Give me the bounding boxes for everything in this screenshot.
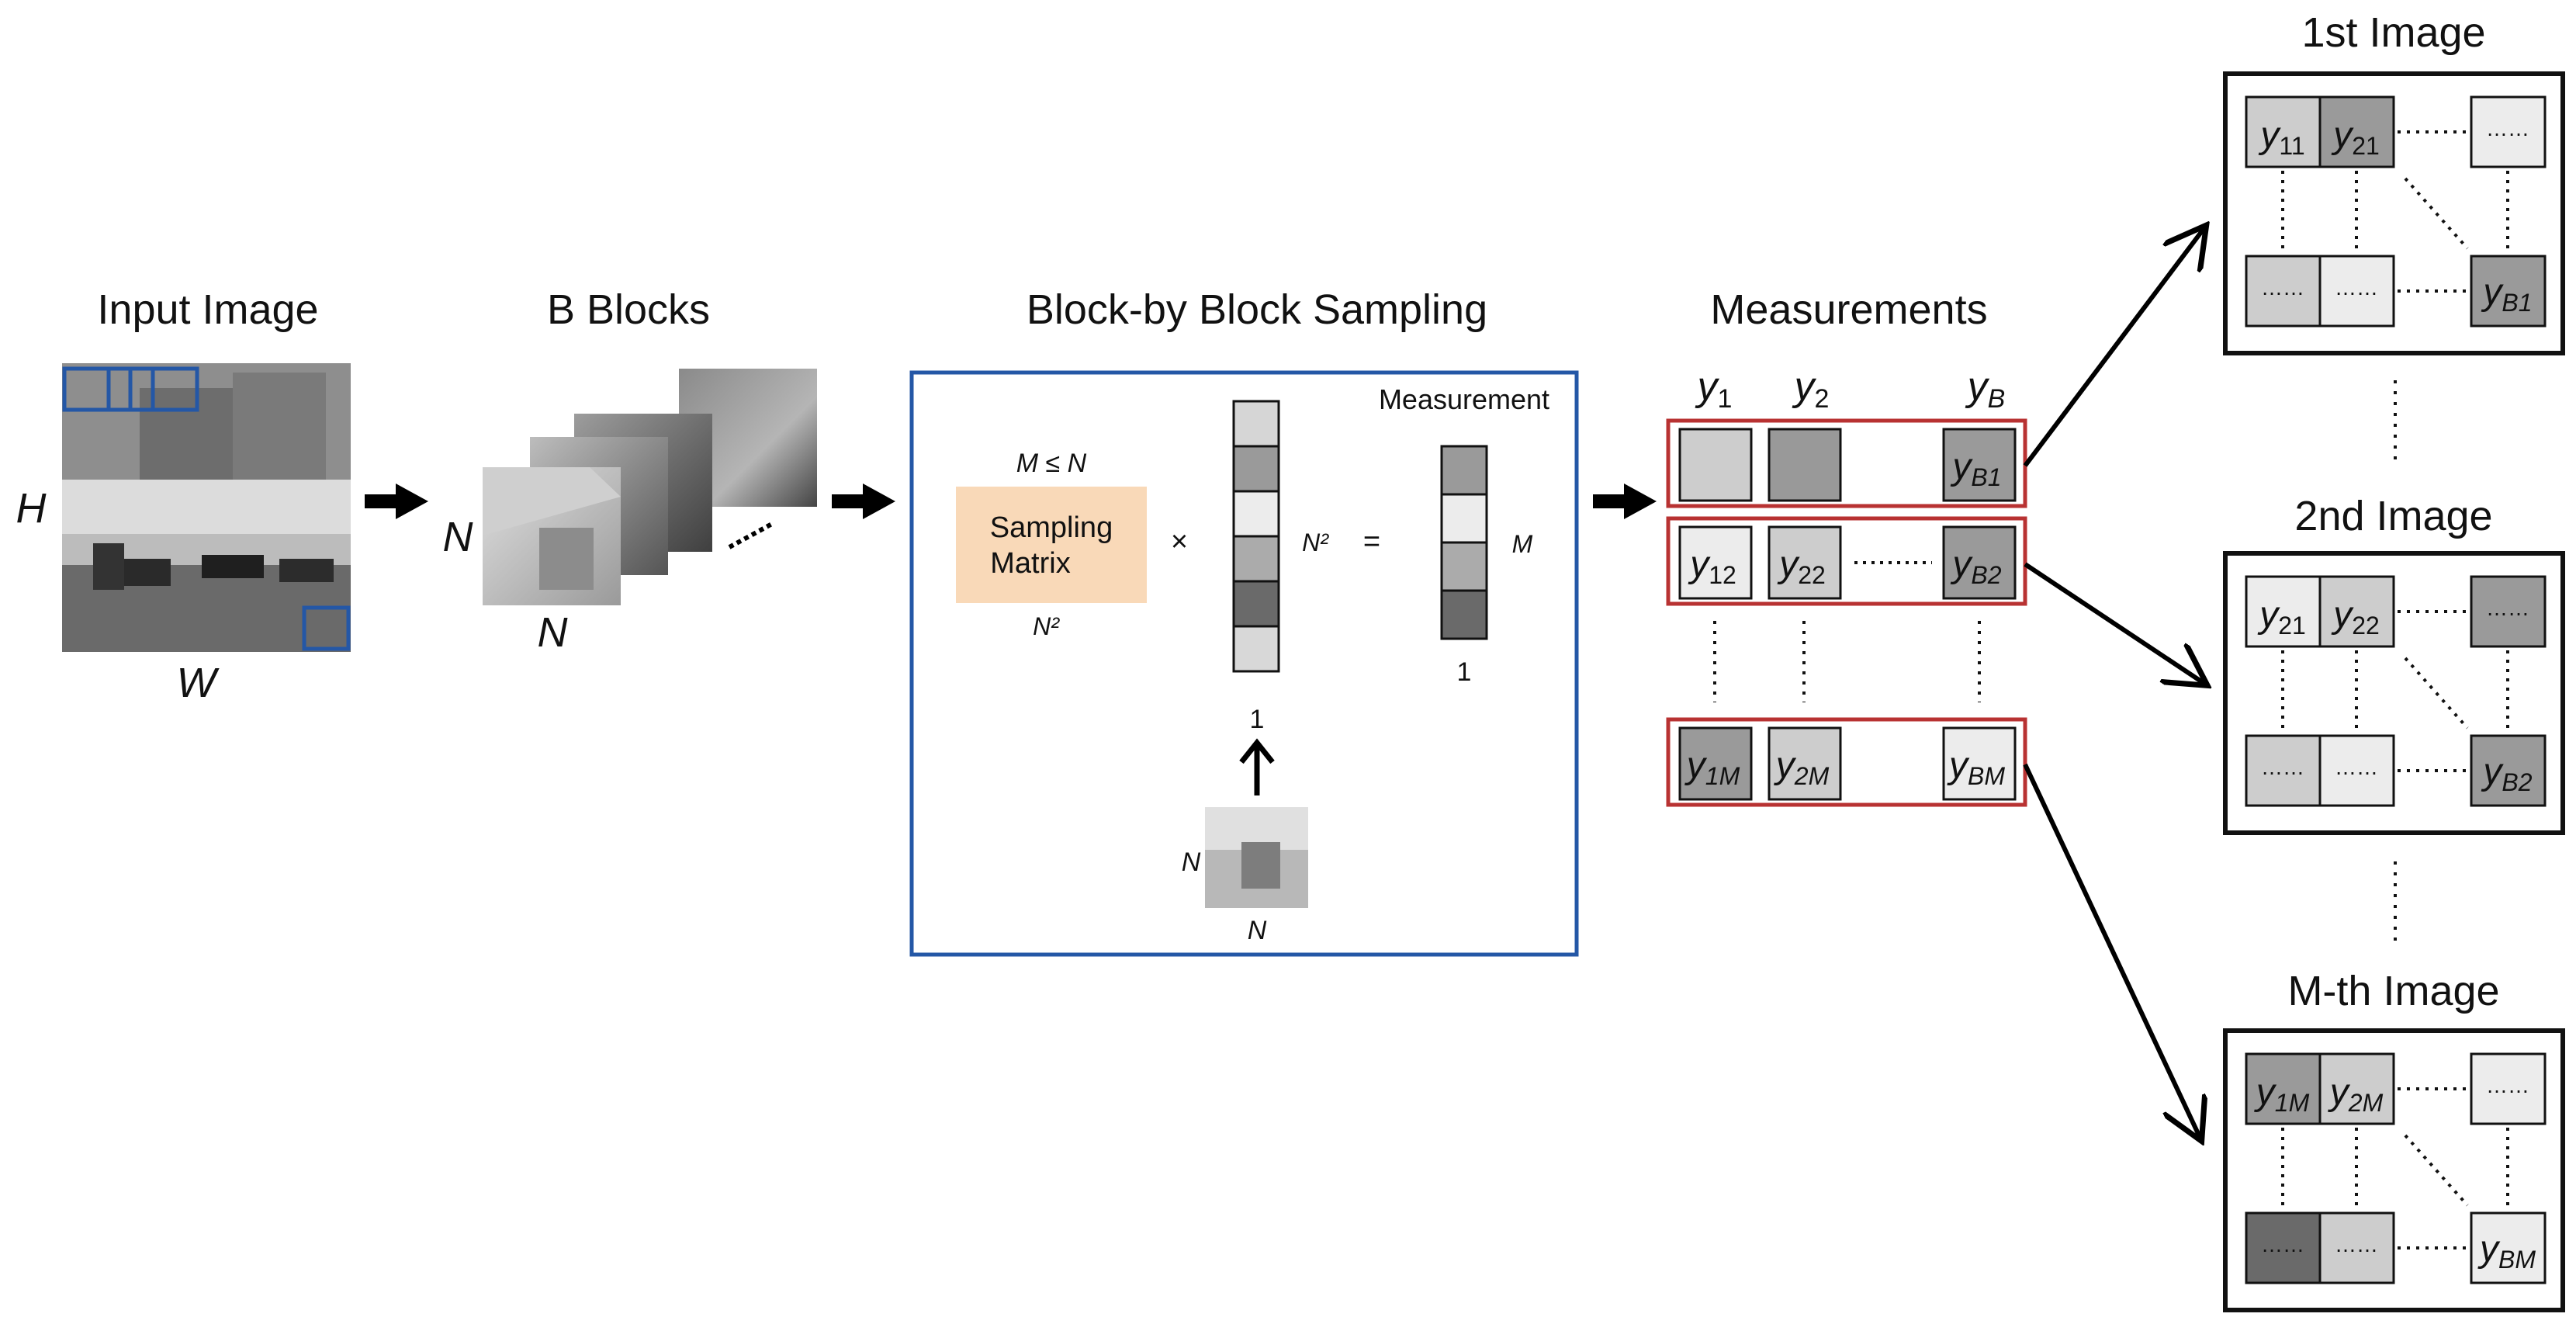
sampling-matrix <box>956 487 1147 603</box>
img2-bottom-left-label: …… <box>2261 755 2304 779</box>
measurement-vector <box>1440 445 1488 640</box>
measurement-row-m <box>1666 717 2027 807</box>
cell-rm-c1 <box>1678 726 1753 801</box>
title-image-2: 2nd Image <box>2294 493 2492 539</box>
arrow-input-to-blocks <box>365 484 428 519</box>
title-block-sampling: Block-by Block Sampling <box>1027 286 1487 333</box>
img1-top-mid-label: y21 <box>2331 115 2380 160</box>
arrow-row1-to-image1 <box>2023 229 2204 467</box>
img2-bottom-right-label: yB2 <box>2481 751 2532 796</box>
measurement-header-1: y1 <box>1695 364 1733 414</box>
measurement-header-2: y2 <box>1792 364 1830 414</box>
vector-length-label: N² <box>1302 529 1329 556</box>
measurement-vertical-dots <box>1713 621 1981 702</box>
times-sign: × <box>1171 525 1188 558</box>
imgm-top-right-label: …… <box>2486 1073 2529 1097</box>
title-b-blocks: B Blocks <box>547 286 710 333</box>
img1-top-right-label: …… <box>2486 116 2529 140</box>
img1-top-left-label: y11 <box>2258 115 2304 160</box>
cell-r1-c3-label: yB1 <box>1950 446 2001 491</box>
cell-r1-c2 <box>1768 428 1842 502</box>
measurement-width-label: 1 <box>1457 657 1472 687</box>
cell-r1-c3 <box>1942 428 2017 502</box>
block-side-label-bottom: N <box>538 609 569 656</box>
img2-top-right-label: …… <box>2486 596 2529 620</box>
title-image-m: M-th Image <box>2287 968 2499 1014</box>
patch-left-label: N <box>1182 847 1201 877</box>
cell-rm-c1-label: y1M <box>1684 745 1740 790</box>
img1-bottom-left-label: …… <box>2261 276 2304 300</box>
sampling-frame <box>909 370 1579 957</box>
imgm-bottom-mid-label: …… <box>2335 1232 2378 1256</box>
input-width-label: W <box>177 660 220 706</box>
img1-bottom-right-label: yB1 <box>2481 272 2532 317</box>
cell-r2-c2-label: y22 <box>1777 544 1826 589</box>
input-height-label: H <box>16 485 47 532</box>
arrow-blocks-to-sampling <box>832 484 895 519</box>
output-image-m <box>2223 1028 2565 1312</box>
cell-rm-c2 <box>1768 726 1842 801</box>
output-image-1 <box>2223 71 2565 355</box>
cell-r2-c3 <box>1942 525 2017 600</box>
imgm-bottom-right-label: yBM <box>2477 1229 2536 1274</box>
img1-bottom-mid-label: …… <box>2335 276 2378 300</box>
cell-rm-c3-label: yBM <box>1947 745 2005 790</box>
block-stack <box>483 369 817 605</box>
output-image-2 <box>2223 551 2565 835</box>
signal-vector <box>1232 400 1280 673</box>
input-image <box>62 363 351 652</box>
patch-up-arrow <box>1239 738 1275 795</box>
measurement-row-2 <box>1666 516 2027 606</box>
cell-rm-c3 <box>1942 726 2017 801</box>
cell-r2-c3-label: yB2 <box>1950 544 2001 589</box>
cell-r2-c1-label: y12 <box>1688 544 1736 589</box>
arrow-rowm-to-imagem <box>2023 763 2200 1137</box>
block-side-label-left: N <box>443 514 474 560</box>
img2-top-left-label: y21 <box>2257 594 2306 639</box>
title-measurements: Measurements <box>1710 286 1987 333</box>
cell-rm-c2-label: y2M <box>1774 745 1830 790</box>
arrow-row2-to-image2 <box>2024 562 2204 683</box>
sampling-matrix-width-label: N² <box>1033 612 1060 640</box>
img2-bottom-mid-label: …… <box>2335 755 2378 779</box>
imgm-top-left-label: y1M <box>2254 1072 2310 1117</box>
equals-sign: = <box>1363 525 1380 558</box>
title-input-image: Input Image <box>97 286 318 333</box>
patch-bottom-label: N <box>1248 916 1267 945</box>
cell-r1-c1 <box>1678 428 1753 502</box>
sampling-matrix-line1: Sampling <box>990 511 1113 544</box>
cell-r2-c2 <box>1768 525 1842 600</box>
img2-top-mid-label: y22 <box>2331 594 2380 639</box>
sampling-condition: M ≤ N <box>1016 449 1087 478</box>
imgm-bottom-left-label: …… <box>2261 1232 2304 1256</box>
arrow-sampling-to-measurements <box>1593 484 1657 519</box>
sample-patch <box>1205 807 1308 908</box>
cell-r2-c1 <box>1678 525 1753 600</box>
sampling-matrix-line2: Matrix <box>990 547 1070 580</box>
measurement-header-b: yB <box>1965 364 2006 414</box>
imgm-top-mid-label: y2M <box>2328 1072 2384 1117</box>
measurement-label: Measurement <box>1379 383 1549 415</box>
measurement-length-label: M <box>1512 530 1533 558</box>
vector-width-label: 1 <box>1250 705 1265 734</box>
title-image-1: 1st Image <box>2301 9 2485 56</box>
